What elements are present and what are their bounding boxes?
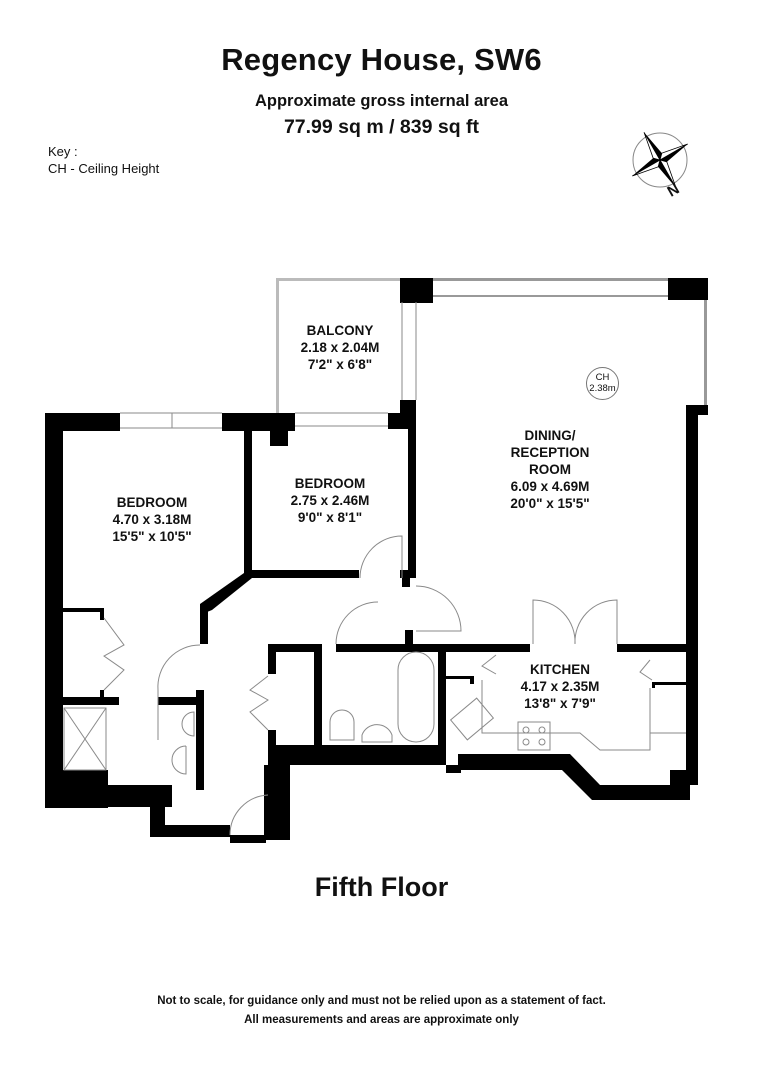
room-metric: 2.18 x 2.04M [300, 340, 380, 355]
ceiling-height-label: CH [595, 372, 610, 383]
area-subtitle: Approximate gross internal area [254, 92, 509, 110]
room-imperial: 7'2" x 6'8" [307, 357, 373, 372]
key-item-ceiling-height: CH - Ceiling Height [48, 161, 160, 176]
room-imperial: 15'5" x 10'5" [112, 529, 192, 544]
key-heading: Key : [48, 144, 78, 159]
key-legend: Key : CH - Ceiling Height [48, 143, 159, 177]
disclaimer-line-2: All measurements and areas are approxima… [244, 1014, 519, 1026]
room-bedroom-2: BEDROOM 2.75 x 2.46M 9'0" x 8'1" [270, 475, 390, 526]
room-metric: 4.70 x 3.18M [112, 512, 192, 527]
room-name: DINING/ [524, 428, 576, 443]
room-balcony: BALCONY 2.18 x 2.04M 7'2" x 6'8" [280, 322, 400, 373]
room-metric: 2.75 x 2.46M [290, 493, 370, 508]
room-kitchen: KITCHEN 4.17 x 2.35M 13'8" x 7'9" [500, 661, 620, 712]
floor-label: Fifth Floor [314, 872, 449, 902]
room-name: BEDROOM [294, 476, 366, 491]
ceiling-height-marker: CH 2.38m [586, 367, 619, 400]
room-imperial: 20'0" x 15'5" [510, 496, 590, 511]
room-metric: 6.09 x 4.69M [510, 479, 590, 494]
room-name-line2: RECEPTION [510, 445, 590, 460]
room-name: BALCONY [306, 323, 374, 338]
room-name-line3: ROOM [529, 462, 571, 477]
property-title: Regency House, SW6 [221, 42, 542, 77]
room-imperial: 13'8" x 7'9" [524, 696, 596, 711]
disclaimer: Not to scale, for guidance only and must… [0, 992, 763, 1030]
room-imperial: 9'0" x 8'1" [297, 510, 363, 525]
room-name: BEDROOM [116, 495, 188, 510]
gross-area: 77.99 sq m / 839 sq ft [283, 116, 480, 138]
room-bedroom-1: BEDROOM 4.70 x 3.18M 15'5" x 10'5" [92, 494, 212, 545]
ceiling-height-value: 2.38m [589, 383, 616, 394]
room-dining-reception: DINING/ RECEPTION ROOM 6.09 x 4.69M 20'0… [490, 427, 610, 512]
room-name: KITCHEN [530, 662, 590, 677]
disclaimer-line-1: Not to scale, for guidance only and must… [157, 995, 606, 1007]
room-metric: 4.17 x 2.35M [520, 679, 600, 694]
